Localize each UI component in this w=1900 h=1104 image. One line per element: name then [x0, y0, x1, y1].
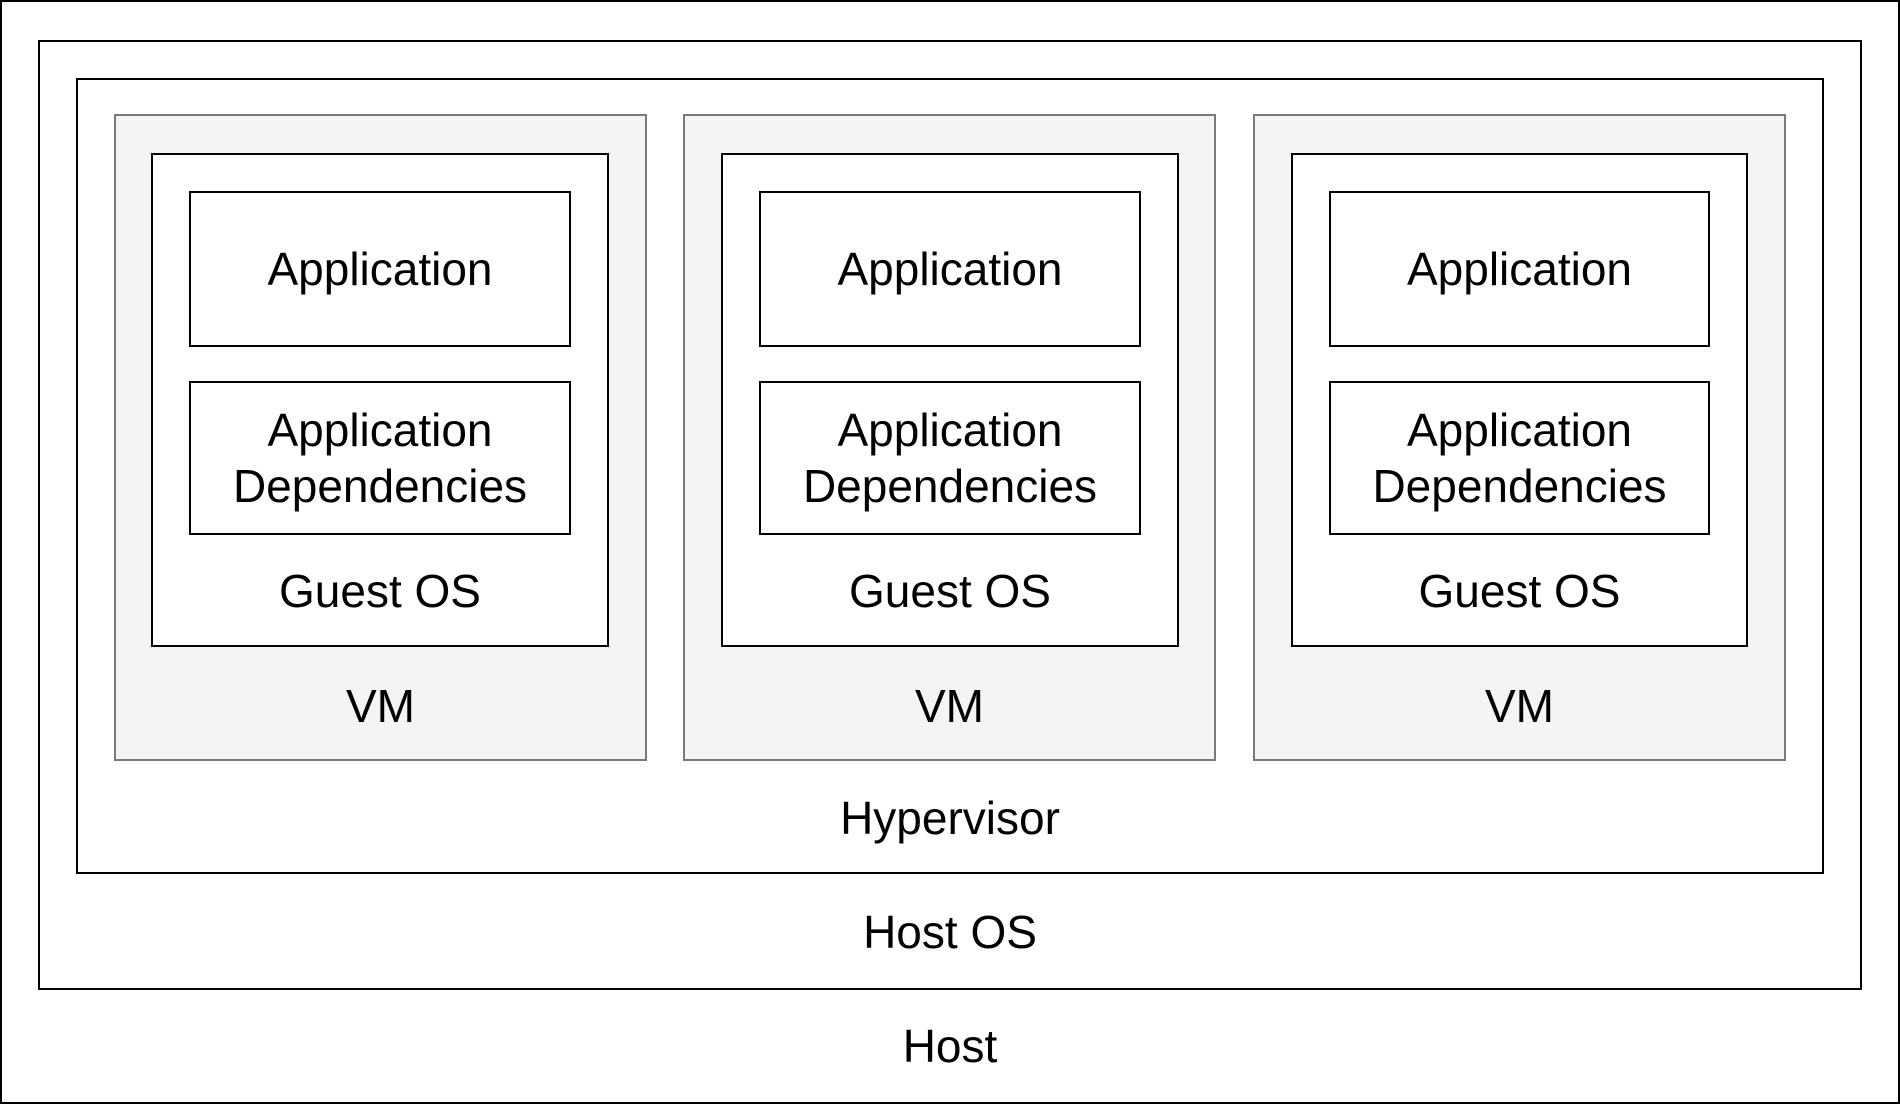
dependencies-label-line2: Dependencies — [802, 460, 1098, 512]
application-box-1: Application — [189, 191, 571, 347]
application-box-2: Application — [759, 191, 1141, 347]
application-box-3: Application — [1329, 191, 1710, 347]
guest-os-label: Guest OS — [1418, 565, 1621, 617]
hypervisor-label: Hypervisor — [840, 792, 1060, 844]
dependencies-box-3: Application Dependencies — [1329, 381, 1710, 535]
vm-label: VM — [915, 680, 984, 732]
dependencies-label: Application Dependencies — [761, 383, 1139, 533]
dependencies-label-line2: Dependencies — [1372, 460, 1667, 512]
dependencies-label-line1: Application — [837, 404, 1063, 456]
application-label: Application — [837, 243, 1063, 295]
dependencies-label: Application Dependencies — [191, 383, 569, 533]
guest-os-label: Guest OS — [279, 565, 481, 617]
dependencies-label-line1: Application — [267, 404, 493, 456]
dependencies-label-line1: Application — [1406, 404, 1633, 456]
host-os-label: Host OS — [863, 906, 1037, 958]
application-label: Application — [1406, 243, 1633, 295]
dependencies-label-line2: Dependencies — [232, 460, 528, 512]
dependencies-box-1: Application Dependencies — [189, 381, 571, 535]
application-label: Application — [267, 243, 493, 295]
dependencies-label: Application Dependencies — [1331, 383, 1708, 533]
guest-os-label: Guest OS — [849, 565, 1051, 617]
host-label: Host — [902, 1020, 998, 1072]
vm-label: VM — [1485, 680, 1554, 732]
vm-label: VM — [346, 680, 415, 732]
dependencies-box-2: Application Dependencies — [759, 381, 1141, 535]
